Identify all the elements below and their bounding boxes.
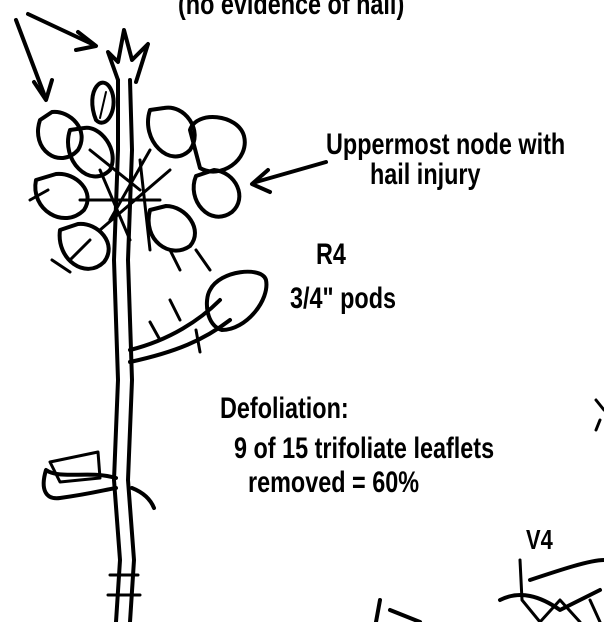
arrow-left <box>16 20 52 100</box>
top-caption-fragment: (no evidence of hail) <box>178 0 404 20</box>
defoliation-line2: removed = 60% <box>248 468 419 498</box>
arrow-top-left <box>28 14 96 50</box>
stage-r4-label: R4 <box>316 240 346 270</box>
pod-size-label: 3/4" pods <box>290 284 396 314</box>
defoliation-line1: 9 of 15 trifoliate leaflets <box>234 434 494 464</box>
stage-v4-label: V4 <box>526 526 553 554</box>
arrow-uppermost-node <box>252 162 326 192</box>
pod-branch <box>130 272 266 362</box>
uppermost-node-label-line1: Uppermost node with <box>326 130 565 160</box>
uppermost-node-label-line2: hail injury <box>370 160 481 190</box>
defoliation-heading: Defoliation: <box>220 394 349 424</box>
upper-canopy <box>30 108 245 272</box>
terminal-leaflets <box>92 30 148 123</box>
lower-leaf <box>44 452 154 508</box>
